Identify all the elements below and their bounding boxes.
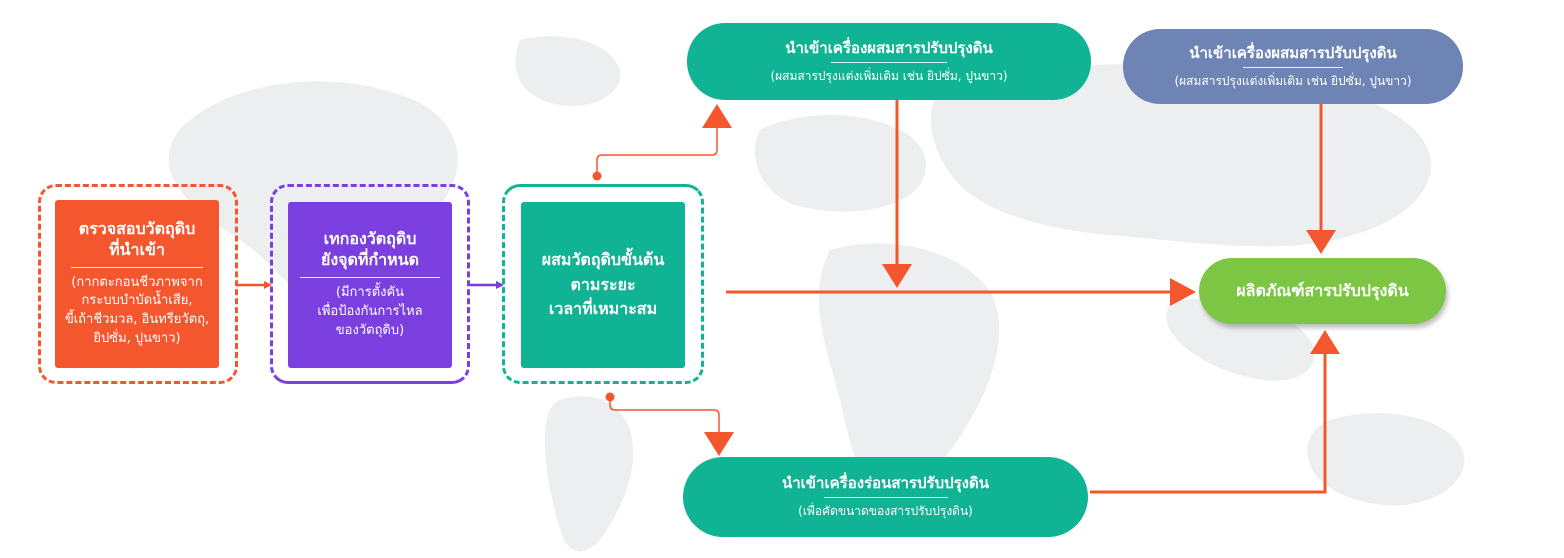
mixer-slate-sub: (ผสมสารปรุงแต่งเพิ่มเติม เช่น ยิปซั่ม, ป… — [1174, 73, 1412, 88]
pile-sub-line2: เพื่อป้องกันการไหล — [317, 303, 423, 319]
inspect-title-line1: ตรวจสอบวัตถุดิบ — [78, 219, 196, 239]
pile-sub-line3: ของวัตถุดิบ) — [335, 322, 405, 338]
map-greenland — [515, 36, 621, 106]
product-label: ผลิตภัณฑ์สารปรับปรุงดิน — [1236, 281, 1409, 301]
pile-divider — [300, 277, 440, 279]
mix-line2: ตามระยะ — [570, 274, 636, 294]
arrow-sieve-to-product — [1090, 330, 1340, 494]
inspect-raw-material-box: ตรวจสอบวัตถุดิบ ที่นำเข้า (กากตะกอนชีวภา… — [55, 200, 219, 368]
arrow-mix-to-mixer-teal — [592, 104, 732, 181]
inspect-sub-line2: กระบบบำบัดน้ำเสีย, — [81, 293, 193, 309]
sieve-pill: นำเข้าเครื่องร่อนสารปรับปรุงดิน (เพื่อคั… — [683, 457, 1088, 537]
inspect-divider — [71, 266, 203, 268]
pile-sub-line1: (มีการตั้งคัน — [335, 285, 405, 301]
pile-frame — [270, 184, 470, 384]
inspect-sub-line1: (กากตะกอนชีวภาพจาก — [71, 274, 203, 290]
arrow-mixer-slate-to-product — [1306, 104, 1336, 254]
map-europe — [754, 115, 927, 212]
inspect-sub-line3: ขี้เถ้าชีวมวล, อินทรียวัตถุ, — [64, 312, 210, 328]
mixer-slate-pill: นำเข้าเครื่องผสมสารปรับปรุงดิน (ผสมสารปร… — [1123, 29, 1463, 104]
pile-raw-material-box: เทกองวัตถุดิบ ยังจุดที่กำหนด (มีการตั้งค… — [288, 202, 452, 368]
inspect-title-line2: ที่นำเข้า — [109, 239, 165, 259]
arrow-mix-to-sieve — [605, 392, 734, 456]
inspect-frame — [38, 184, 238, 384]
inspect-sub-line4: ยิปซั่ม, ปูนขาว) — [93, 331, 181, 347]
mixer-slate-divider — [1243, 66, 1343, 68]
map-australia — [1307, 413, 1465, 506]
map-asia — [930, 63, 1432, 247]
arrow-mix-to-product — [726, 278, 1196, 306]
mix-frame — [502, 184, 704, 384]
pile-title-line1: เทกองวัตถุดิบ — [323, 229, 417, 249]
initial-mix-box: ผสมวัตถุดิบขั้นต้น ตามระยะ เวลาที่เหมาะส… — [521, 202, 685, 368]
pile-title-line2: ยังจุดที่กำหนด — [320, 250, 420, 270]
arrow-mixer-teal-down — [882, 100, 912, 288]
mix-line1: ผสมวัตถุดิบขั้นต้น — [541, 249, 665, 269]
mixer-teal-pill: นำเข้าเครื่องผสมสารปรับปรุงดิน (ผสมสารปร… — [687, 23, 1091, 100]
mix-line3: เวลาที่เหมาะสม — [548, 299, 658, 319]
sieve-divider — [823, 497, 948, 499]
mixer-teal-divider — [831, 61, 947, 63]
mixer-teal-sub: (ผสมสารปรุงแต่งเพิ่มเติม เช่น ยิปซั่ม, ป… — [770, 68, 1008, 83]
sieve-title: นำเข้าเครื่องร่อนสารปรับปรุงดิน — [782, 474, 989, 493]
mixer-teal-title: นำเข้าเครื่องผสมสารปรับปรุงดิน — [785, 38, 993, 57]
sieve-sub: (เพื่อคัดขนาดของสารปรับปรุงดิน) — [798, 504, 973, 519]
mixer-slate-title: นำเข้าเครื่องผสมสารปรับปรุงดิน — [1189, 43, 1397, 62]
map-south-america — [545, 396, 634, 552]
map-africa — [818, 243, 1000, 496]
product-pill: ผลิตภัณฑ์สารปรับปรุงดิน — [1199, 258, 1446, 324]
